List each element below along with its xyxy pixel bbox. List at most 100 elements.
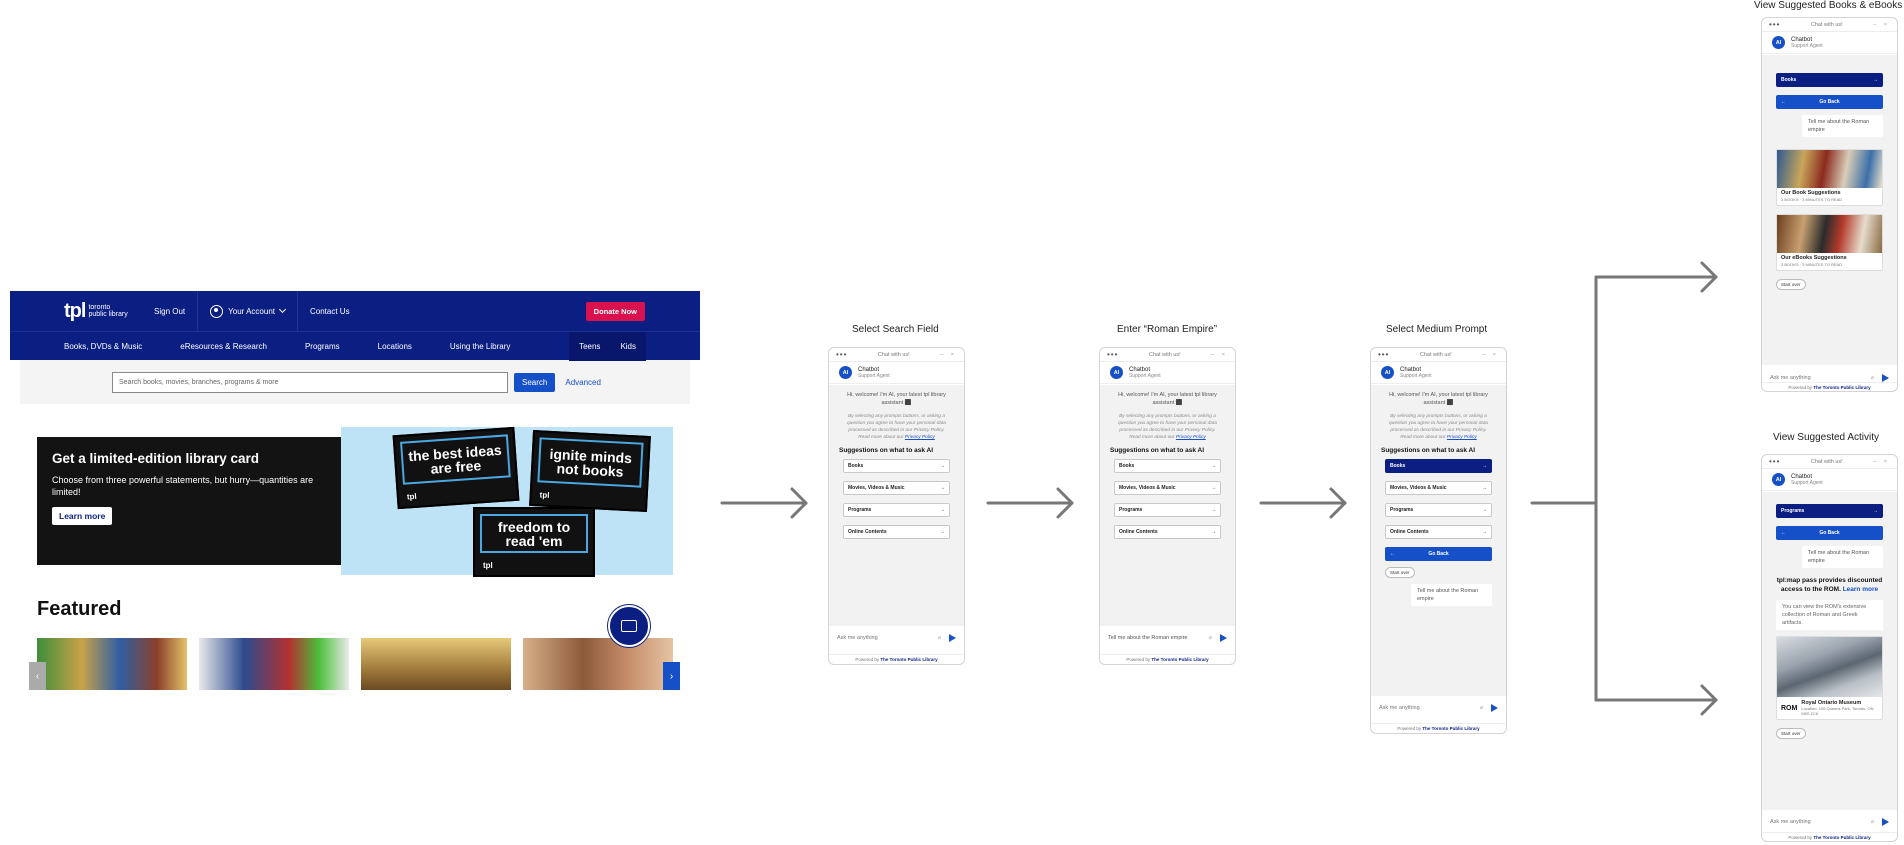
window-controls-icon[interactable]: – × — [1873, 21, 1890, 28]
prompt-option-books-selected[interactable]: Books→ — [1776, 73, 1883, 87]
attach-icon[interactable]: ⌀ — [1208, 635, 1212, 641]
search-button[interactable]: Search — [514, 372, 556, 392]
rom-activity-card[interactable]: ROM Royal Ontario Museum Location: 100 Q… — [1776, 636, 1883, 720]
prompt-option-online[interactable]: Online Contents → — [843, 525, 950, 539]
more-options-icon[interactable]: ••• — [836, 350, 848, 359]
chat-launcher-button[interactable] — [608, 605, 650, 647]
prompt-option-programs[interactable]: Programs→ — [1114, 503, 1221, 517]
privacy-policy-link[interactable]: Privacy Policy — [904, 435, 935, 440]
step-label-2: Enter “Roman Empire” — [1117, 324, 1218, 335]
prompt-option-online[interactable]: Online Contents→ — [1114, 525, 1221, 539]
window-controls-icon[interactable]: – × — [940, 351, 957, 358]
chat-header: ••• Chat with us! – × — [1762, 455, 1897, 469]
attach-icon[interactable]: ⌀ — [1870, 819, 1874, 825]
start-over-button[interactable]: Start over — [1385, 567, 1415, 578]
prompt-option-label: Online Contents — [848, 529, 887, 535]
nav-item-books[interactable]: Books, DVDs & Music — [64, 341, 143, 351]
account-icon — [210, 304, 224, 318]
chat-input-field[interactable]: Ask me anything ⌀ — [1371, 698, 1506, 718]
attach-icon[interactable]: ⌀ — [1479, 705, 1483, 711]
privacy-text: By selecting any prompts buttons, or ask… — [1118, 414, 1217, 433]
prompt-option-online[interactable]: Online Contents→ — [1385, 525, 1492, 539]
donate-button[interactable]: Donate Now — [585, 301, 645, 321]
arrow-right-icon: → — [1482, 529, 1487, 535]
contact-us-link[interactable]: Contact Us — [298, 291, 362, 331]
prompt-option-books[interactable]: Books→ — [843, 459, 950, 473]
book-suggestions-card[interactable]: Our Book Suggestions 3 BOOKS · 3 MINUTES… — [1776, 149, 1883, 206]
go-back-button[interactable]: ←Go Back — [1385, 547, 1492, 561]
privacy-policy-link[interactable]: Privacy Policy — [1446, 435, 1477, 440]
prompt-option-movies[interactable]: Movies, Videos & Music→ — [1114, 481, 1221, 495]
rom-logo: ROM — [1781, 704, 1798, 712]
step-label-3: Select Medium Prompt — [1386, 324, 1488, 335]
send-icon[interactable] — [1882, 818, 1889, 826]
featured-thumb-1[interactable] — [37, 638, 187, 690]
search-row: Search books, movies, branches, programs… — [20, 360, 690, 404]
chat-input-placeholder: Ask me anything — [1770, 375, 1811, 381]
arrow-right-icon: → — [1482, 507, 1487, 513]
nav-item-locations[interactable]: Locations — [377, 341, 412, 351]
more-options-icon[interactable]: ••• — [1769, 20, 1781, 29]
start-over-button[interactable]: Start over — [1776, 279, 1806, 290]
window-controls-icon[interactable]: – × — [1482, 351, 1499, 358]
prompt-option-programs[interactable]: Programs→ — [1385, 503, 1492, 517]
hero-cards-image: the best ideas are free tpl ignite minds… — [340, 426, 673, 577]
nav-item-using-library[interactable]: Using the Library — [449, 341, 511, 351]
chat-input-field[interactable]: Ask me anything ⌀ — [1762, 368, 1897, 388]
powered-by: Powered by The Toronto Public Library — [1762, 832, 1897, 841]
chat-input-field[interactable]: Tell me about the Roman empire ⌀ — [1100, 628, 1235, 648]
start-over-button[interactable]: Start over — [1776, 728, 1806, 739]
prompt-option-programs[interactable]: Programs→ — [843, 503, 950, 517]
go-back-button[interactable]: ←Go Back — [1776, 526, 1883, 540]
nav-item-teens[interactable]: Teens — [569, 331, 611, 361]
prompt-option-books[interactable]: Books→ — [1114, 459, 1221, 473]
featured-thumb-2[interactable] — [199, 638, 349, 690]
prompt-option-label: Movies, Videos & Music — [848, 485, 905, 491]
attach-icon[interactable]: ⌀ — [1870, 375, 1874, 381]
window-controls-icon[interactable]: – × — [1211, 351, 1228, 358]
privacy-policy-link[interactable]: Privacy Policy — [1175, 435, 1206, 440]
your-account-menu[interactable]: Your Account — [198, 291, 298, 331]
more-options-icon[interactable]: ••• — [1378, 350, 1390, 359]
powered-prefix: Powered by — [855, 657, 880, 662]
chat-agent-row: AI Chatbot Support Agent — [1371, 362, 1506, 384]
nav-item-eresources[interactable]: eResources & Research — [180, 341, 267, 351]
attach-icon[interactable]: ⌀ — [937, 635, 941, 641]
featured-thumb-3[interactable] — [361, 638, 511, 690]
ebook-suggestions-title: Our eBooks Suggestions — [1781, 255, 1847, 261]
powered-by: Powered by The Toronto Public Library — [1762, 382, 1897, 391]
ebook-suggestions-card[interactable]: Our eBooks Suggestions 3 BOOKS · 3 MINUT… — [1776, 214, 1883, 271]
chat-input-field[interactable]: Ask me anything ⌀ — [1762, 812, 1897, 832]
carousel-prev-button[interactable]: ‹ — [29, 662, 46, 690]
chat-input-placeholder: Ask me anything — [1379, 705, 1420, 711]
prompt-option-books-selected[interactable]: Books→ — [1385, 459, 1492, 473]
arrow-right-icon: → — [940, 529, 945, 535]
chat-messages: Books→ ←Go Back Tell me about the Roman … — [1762, 55, 1897, 365]
agent-info: Chatbot Support Agent — [858, 367, 890, 379]
prompt-option-movies[interactable]: Movies, Videos & Music→ — [843, 481, 950, 495]
advanced-search-link[interactable]: Advanced — [565, 377, 601, 387]
carousel-next-button[interactable]: › — [663, 662, 680, 690]
more-options-icon[interactable]: ••• — [1107, 350, 1119, 359]
agent-name: Chatbot — [1791, 473, 1813, 480]
more-options-icon[interactable]: ••• — [1769, 457, 1781, 466]
send-icon[interactable] — [949, 634, 956, 642]
prompt-option-programs-selected[interactable]: Programs→ — [1776, 504, 1883, 518]
prompt-option-movies[interactable]: Movies, Videos & Music→ — [1385, 481, 1492, 495]
site-search-input[interactable]: Search books, movies, branches, programs… — [112, 371, 508, 393]
prompt-option-label: Movies, Videos & Music — [1390, 485, 1447, 491]
nav-item-programs[interactable]: Programs — [304, 341, 340, 351]
rom-learn-more-link[interactable]: Learn more — [1842, 586, 1879, 593]
sign-out-link[interactable]: Sign Out — [142, 291, 199, 331]
send-icon[interactable] — [1491, 704, 1498, 712]
learn-more-button[interactable]: Learn more — [52, 507, 113, 525]
chat-widget-step-1: ••• Chat with us! – × AI Chatbot Support… — [828, 347, 965, 665]
send-icon[interactable] — [1220, 634, 1227, 642]
chat-input-field[interactable]: Ask me anything ⌀ — [829, 628, 964, 648]
nav-item-kids[interactable]: Kids — [610, 331, 646, 361]
send-icon[interactable] — [1882, 374, 1889, 382]
go-back-button[interactable]: ←Go Back — [1776, 95, 1883, 109]
tpl-logo[interactable]: tpl toronto public library — [64, 300, 142, 323]
featured-thumb-4[interactable] — [523, 638, 673, 690]
window-controls-icon[interactable]: – × — [1873, 458, 1890, 465]
